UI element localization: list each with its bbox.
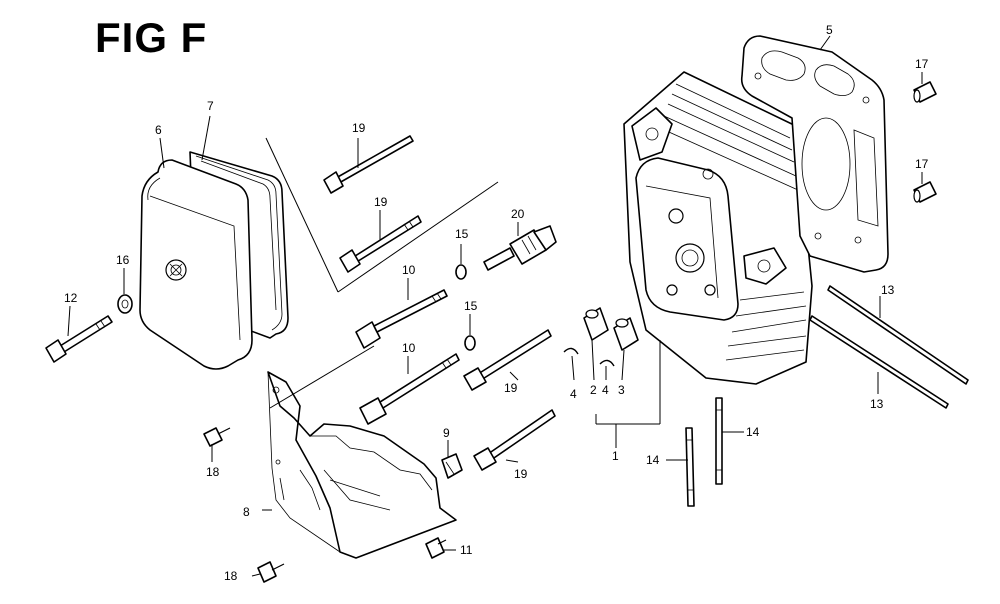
- callout-19-top: 19: [352, 121, 366, 135]
- callout-labels: 1 2 3 4 4 5 6 7 8 9 10 10 11 12 13 13 14…: [64, 23, 929, 583]
- long-stud-upper: [827, 285, 969, 385]
- clip-4-right: [599, 359, 615, 367]
- callout-15-lower: 15: [464, 299, 478, 313]
- callout-15-upper: 15: [455, 227, 469, 241]
- callout-1: 1: [612, 449, 619, 463]
- callout-14-right: 14: [746, 425, 760, 439]
- callout-6: 6: [155, 123, 162, 137]
- stud-collar-lower: [359, 353, 460, 425]
- valve-cover: [139, 159, 253, 370]
- callout-4-left: 4: [570, 387, 577, 401]
- stud-14-right: [715, 397, 723, 485]
- callout-10-upper: 10: [402, 263, 416, 277]
- grouping-line: [265, 137, 499, 293]
- callout-17-lower: 17: [915, 157, 929, 171]
- long-bolt-lower-2: [473, 409, 556, 471]
- flange-bolt-18-upper: [203, 427, 231, 447]
- callout-12: 12: [64, 291, 78, 305]
- callout-19-bottom: 19: [514, 467, 528, 481]
- cylinder-head: [623, 71, 813, 385]
- figure-title: FIG F: [95, 14, 208, 61]
- stud-collar-upper: [355, 289, 448, 349]
- valve-guide-2: [583, 307, 609, 341]
- callout-20: 20: [511, 207, 525, 221]
- stud-14-left: [685, 427, 695, 507]
- head-gasket: [740, 35, 889, 273]
- long-bolt-lower-1: [463, 329, 552, 391]
- clip: [441, 453, 463, 479]
- callout-7: 7: [207, 99, 214, 113]
- callout-9: 9: [443, 426, 450, 440]
- callout-4-right: 4: [602, 383, 609, 397]
- washer-lower: [464, 335, 476, 351]
- leader-lines: [67, 35, 923, 577]
- spark-plug: [483, 225, 557, 271]
- valve-guide-3: [613, 317, 639, 351]
- callout-19-third: 19: [504, 381, 518, 395]
- washer-upper: [455, 264, 467, 280]
- callout-17-upper: 17: [915, 57, 929, 71]
- dowel-pin-lower: [913, 181, 937, 203]
- long-bolt-upper-2: [339, 215, 422, 273]
- clip-4-left: [563, 347, 579, 355]
- callout-2: 2: [590, 383, 597, 397]
- flange-bolt-18-lower: [257, 561, 285, 583]
- callout-5: 5: [826, 23, 833, 37]
- callout-13-lower: 13: [870, 397, 884, 411]
- callout-13-upper: 13: [881, 283, 895, 297]
- callout-14-left: 14: [646, 453, 660, 467]
- callout-18-upper: 18: [206, 465, 220, 479]
- callout-8: 8: [243, 505, 250, 519]
- long-stud-lower: [809, 315, 949, 409]
- callout-16: 16: [116, 253, 130, 267]
- dowel-pin-upper: [913, 81, 937, 103]
- callout-19-second: 19: [374, 195, 388, 209]
- long-bolt-upper-1: [323, 135, 414, 194]
- callout-11: 11: [460, 543, 473, 557]
- flange-bolt-11: [425, 537, 447, 559]
- callout-3: 3: [618, 383, 625, 397]
- callout-18-lower: 18: [224, 569, 238, 583]
- callout-10-lower: 10: [402, 341, 416, 355]
- cover-bolt: [45, 315, 113, 363]
- sealing-washer: [117, 294, 133, 314]
- bracket: [267, 371, 457, 559]
